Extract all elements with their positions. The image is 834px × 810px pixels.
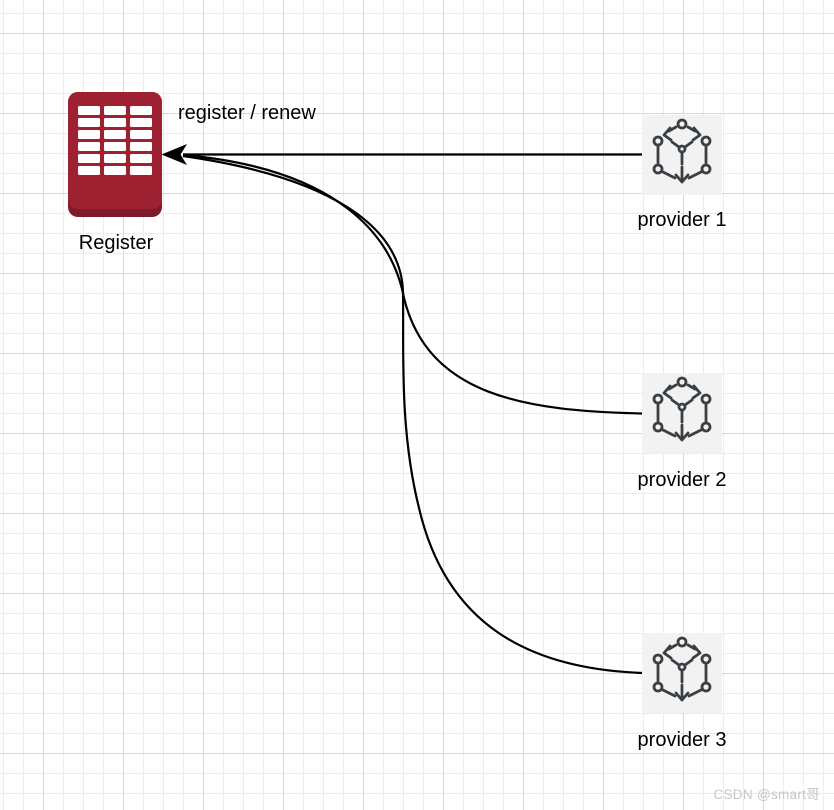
- arrowhead: [161, 144, 187, 165]
- register-icon: [68, 92, 162, 217]
- edge-provider3-to-register: [182, 154, 644, 675]
- edge-label-register-renew: register / renew: [178, 102, 316, 124]
- cube-icon: [652, 118, 712, 184]
- node-provider-1: [642, 115, 722, 195]
- provider-1-label: provider 1: [637, 209, 727, 231]
- watermark: CSDN @smart哥: [713, 787, 820, 802]
- register-label: Register: [78, 232, 154, 254]
- cube-icon: [652, 376, 712, 442]
- cube-icon: [652, 636, 712, 702]
- node-provider-2: [642, 373, 722, 453]
- provider-2-label: provider 2: [637, 469, 727, 491]
- edge-provider2-to-register: [182, 153, 644, 415]
- provider-3-label: provider 3: [637, 729, 727, 751]
- node-provider-3: [642, 633, 722, 713]
